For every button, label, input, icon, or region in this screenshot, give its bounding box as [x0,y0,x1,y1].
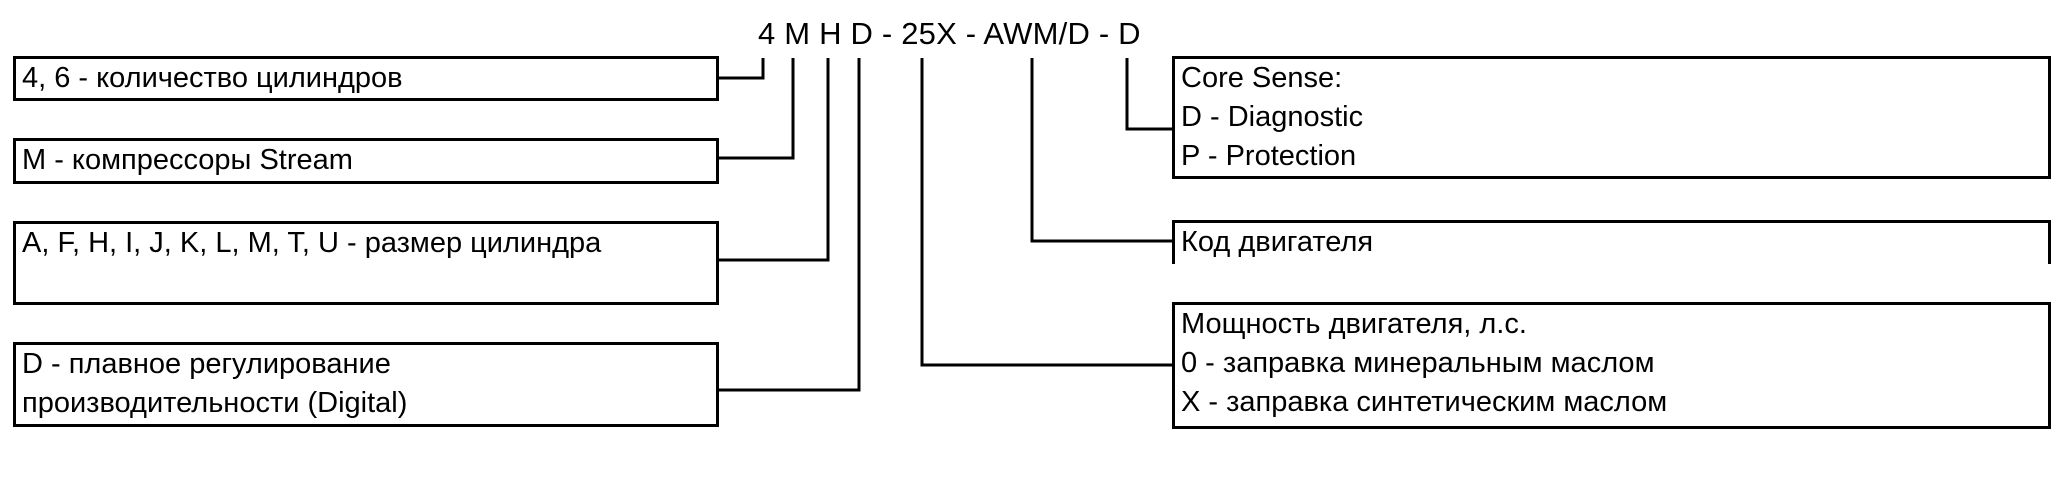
legend-box-motor-power: Мощность двигателя, л.с. 0 - заправка ми… [1172,302,2051,429]
legend-text: Core Sense: [1181,62,1343,94]
connector-cylinders-count [716,58,765,80]
connector-motor-code [1030,58,1175,243]
connector-cylinder-size [716,58,830,262]
legend-text: 4, 6 - количество цилиндров [22,62,403,94]
legend-text: M - компрессоры Stream [22,144,353,176]
legend-text: производительности (Digital) [22,387,408,419]
connector-motor-power [920,58,1175,367]
legend-box-cylinders-count: 4, 6 - количество цилиндров [13,56,719,101]
connector-stream [716,58,795,160]
legend-text: 0 - заправка минеральным маслом [1181,347,1655,379]
legend-text: Код двигателя [1181,226,1374,258]
model-code: 4 M H D - 25X - AWM/D - D [758,16,1141,51]
connector-digital [716,58,861,392]
legend-box-core-sense: Core Sense: D - Diagnostic P - Protectio… [1172,56,2051,179]
legend-text: A, F, H, I, J, K, L, M, T, U - размер ци… [22,227,602,259]
legend-box-digital: D - плавное регулирование производительн… [13,342,719,427]
legend-box-motor-code: Код двигателя [1172,220,2051,264]
legend-text: D - Diagnostic [1181,101,1364,133]
legend-text: D - плавное регулирование [22,348,391,380]
legend-text: P - Protection [1181,140,1357,172]
connector-core-sense [1125,58,1175,131]
legend-box-cylinder-size: A, F, H, I, J, K, L, M, T, U - размер ци… [13,221,719,305]
legend-text: Мощность двигателя, л.с. [1181,308,1527,340]
legend-text: X - заправка синтетическим маслом [1181,386,1668,418]
legend-box-stream: M - компрессоры Stream [13,138,719,184]
